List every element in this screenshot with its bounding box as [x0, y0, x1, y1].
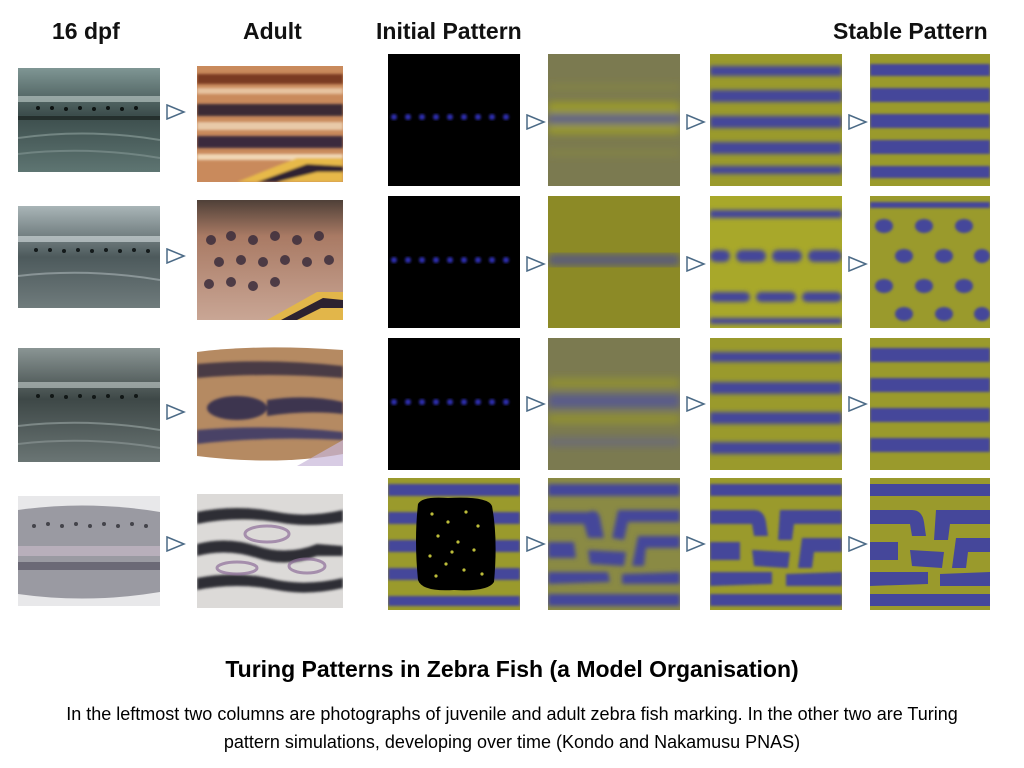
triangle-right-icon	[848, 256, 868, 272]
column-title-adult: Adult	[243, 18, 302, 44]
sim-stable-stripes	[870, 54, 990, 186]
juvenile-fish-photo	[18, 496, 160, 606]
sim-initial-dots	[388, 196, 520, 328]
sim-mid-labyrinth	[710, 478, 842, 610]
column-title-juvenile: 16 dpf	[52, 18, 120, 44]
triangle-right-icon	[686, 114, 706, 130]
triangle-right-icon	[166, 404, 186, 420]
adult-fish-spots	[197, 200, 343, 320]
column-title-stable: Stable Pattern	[833, 18, 988, 44]
triangle-right-icon	[526, 396, 546, 412]
triangle-right-icon	[848, 396, 868, 412]
sim-early-stripes	[548, 338, 680, 470]
adult-fish-stripes	[197, 66, 343, 182]
triangle-right-icon	[166, 248, 186, 264]
triangle-right-icon	[526, 114, 546, 130]
sim-initial-black-patch	[388, 478, 520, 610]
sim-early-stripe	[548, 196, 680, 328]
triangle-right-icon	[166, 536, 186, 552]
caption-title: Turing Patterns in Zebra Fish (a Model O…	[225, 656, 799, 682]
triangle-right-icon	[848, 536, 868, 552]
sim-early-stripes	[548, 54, 680, 186]
sim-stable-labyrinth	[870, 478, 990, 610]
triangle-right-icon	[526, 256, 546, 272]
juvenile-fish-photo	[18, 348, 160, 462]
sim-initial-dots	[388, 54, 520, 186]
sim-stable-spots	[870, 196, 990, 328]
column-title-initial: Initial Pattern	[376, 18, 522, 44]
caption-text: In the leftmost two columns are photogra…	[66, 704, 958, 752]
sim-mid-stripes	[710, 54, 842, 186]
triangle-right-icon	[166, 104, 186, 120]
triangle-right-icon	[686, 536, 706, 552]
triangle-right-icon	[686, 256, 706, 272]
triangle-right-icon	[848, 114, 868, 130]
adult-fish-maze	[197, 494, 343, 608]
adult-fish-wide-stripes	[197, 344, 343, 466]
juvenile-fish-photo	[18, 206, 160, 308]
figure: 16 dpf Adult Initial Pattern Stable Patt…	[18, 18, 990, 610]
sim-initial-dots	[388, 338, 520, 470]
sim-broken-stripes	[710, 196, 842, 328]
triangle-right-icon	[686, 396, 706, 412]
sim-early-labyrinth	[548, 478, 680, 610]
sim-mid-stripes	[710, 338, 842, 470]
triangle-right-icon	[526, 536, 546, 552]
juvenile-fish-photo	[18, 68, 160, 172]
sim-stable-stripes	[870, 338, 990, 470]
